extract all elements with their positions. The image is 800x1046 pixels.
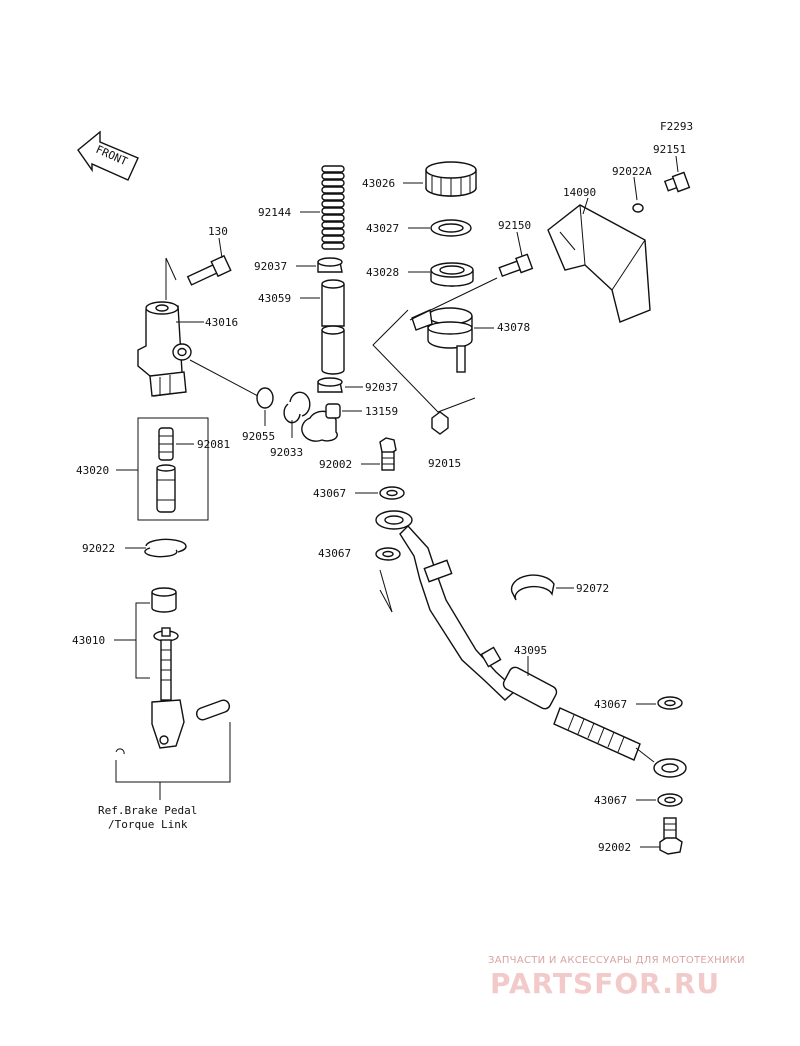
reservoir-43078 <box>411 307 473 373</box>
push-rod-43010 <box>151 587 231 749</box>
label-92015: 92015 <box>428 457 461 470</box>
master-cylinder-body <box>137 301 192 397</box>
banjo-bolt-92002-lower <box>659 817 683 855</box>
diaphragm-43028 <box>430 262 474 287</box>
ref-note-line1: Ref.Brake Pedal <box>98 804 197 817</box>
bolt-92150 <box>498 253 534 278</box>
bolt-130 <box>186 254 232 286</box>
label-92072: 92072 <box>576 582 609 595</box>
ref-note-line2: /Torque Link <box>108 818 188 831</box>
boot-92144 <box>321 165 345 250</box>
piston-assy-43020 <box>137 417 209 521</box>
label-92150: 92150 <box>498 219 531 232</box>
nut-92015 <box>431 411 449 435</box>
watermark-brand: PARTSFOR.RU <box>490 967 720 1000</box>
figure-code: F2293 <box>660 120 693 133</box>
label-43028: 43028 <box>366 266 399 279</box>
brake-hose-43095 <box>375 510 687 778</box>
label-43016: 43016 <box>205 316 238 329</box>
label-43095: 43095 <box>514 644 547 657</box>
label-92022a: 92022A <box>612 165 652 178</box>
bolt-92151 <box>663 171 691 193</box>
label-43067-c: 43067 <box>594 698 627 711</box>
label-13159: 13159 <box>365 405 398 418</box>
circlip-92033 <box>283 391 311 424</box>
label-43067-a: 43067 <box>313 487 346 500</box>
washer-43067-d <box>657 793 683 807</box>
reservoir-cap <box>425 161 477 197</box>
washer-43067-c <box>657 696 683 710</box>
label-43067-d: 43067 <box>594 794 627 807</box>
fitting-13159 <box>301 403 341 442</box>
label-92002-upper: 92002 <box>319 458 352 471</box>
label-92037-top: 92037 <box>254 260 287 273</box>
clamp-92037-top <box>317 257 343 273</box>
label-92033: 92033 <box>270 446 303 459</box>
circlip-92022 <box>144 538 187 558</box>
hose-43059 <box>321 279 345 375</box>
label-92055: 92055 <box>242 430 275 443</box>
banjo-bolt-92002-upper <box>379 437 397 471</box>
o-ring-92055 <box>256 387 274 409</box>
reservoir-cover <box>547 204 651 323</box>
label-92081: 92081 <box>197 438 230 451</box>
label-130: 130 <box>208 225 228 238</box>
label-43020: 43020 <box>76 464 109 477</box>
label-14090: 14090 <box>563 186 596 199</box>
label-43027: 43027 <box>366 222 399 235</box>
washer-43067-b <box>375 547 401 561</box>
label-92151: 92151 <box>653 143 686 156</box>
watermark-tagline: ЗАПЧАСТИ И АКСЕССУАРЫ ДЛЯ МОТОТЕХНИКИ <box>488 955 745 966</box>
front-arrow-icon: FRONT <box>77 130 139 181</box>
label-43010: 43010 <box>72 634 105 647</box>
label-43067-b: 43067 <box>318 547 351 560</box>
label-92002-lower: 92002 <box>598 841 631 854</box>
clamp-92072 <box>510 574 555 601</box>
label-92037-lower: 92037 <box>365 381 398 394</box>
label-43059: 43059 <box>258 292 291 305</box>
label-43026: 43026 <box>362 177 395 190</box>
washer-92022a <box>632 203 644 213</box>
label-92022: 92022 <box>82 542 115 555</box>
washer-43067-a <box>379 486 405 500</box>
label-92144: 92144 <box>258 206 291 219</box>
plate-43027 <box>430 219 472 237</box>
label-43078: 43078 <box>497 321 530 334</box>
clamp-92037-lower <box>317 377 343 393</box>
